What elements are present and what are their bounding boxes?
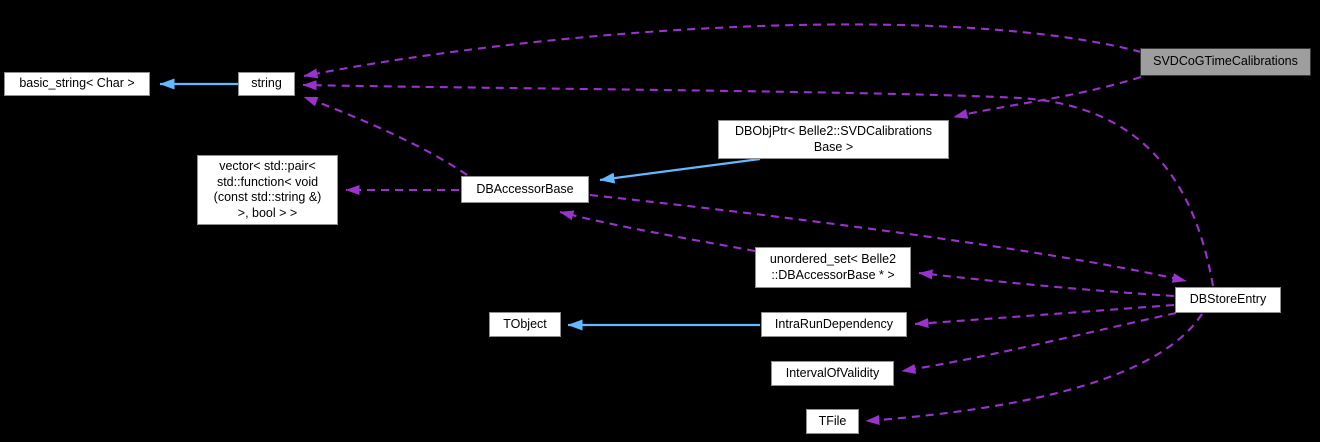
node-dbaccessorbase[interactable]: DBAccessorBase [461, 176, 589, 203]
edge-dbstoreentry-to-unorderedset [918, 269, 1175, 298]
edge-dbstoreentry-to-intrarundependency [914, 303, 1175, 329]
edge-dbstoreentry-to-intervalofvalidity [901, 311, 1177, 374]
edge-svdcog-to-dbobjptr [953, 75, 1142, 119]
edge-svdcog-to-string [303, 23, 1142, 79]
node-tfile[interactable]: TFile [806, 409, 859, 434]
node-vector-pair-function[interactable]: vector< std::pair< std::function< void (… [197, 155, 338, 225]
node-svdcogtimecalibrations: SVDCoGTimeCalibrations [1140, 48, 1311, 76]
edge-dbaccessorbase-to-string [303, 96, 468, 176]
node-tobject[interactable]: TObject [489, 312, 561, 337]
edge-dbaccessorbase-to-dbstoreentry [589, 193, 1187, 283]
node-unordered-set[interactable]: unordered_set< Belle2 ::DBAccessorBase *… [755, 247, 911, 288]
edge-unorderedset-to-dbaccessorbase [559, 210, 756, 253]
node-basic-string[interactable]: basic_string< Char > [4, 72, 150, 96]
node-dbstoreentry[interactable]: DBStoreEntry [1175, 287, 1281, 313]
node-dbobjptr[interactable]: DBObjPtr< Belle2::SVDCalibrations Base > [718, 120, 949, 159]
node-intervalofvalidity[interactable]: IntervalOfValidity [771, 361, 894, 386]
edge-dbstoreentry-to-string [302, 80, 1215, 287]
edge-dbobjptr-to-dbaccessorbase [599, 157, 761, 184]
edge-dbstoreentry-to-tfile [865, 313, 1203, 425]
node-string[interactable]: string [238, 72, 295, 96]
node-intrarundependency[interactable]: IntraRunDependency [761, 312, 907, 337]
